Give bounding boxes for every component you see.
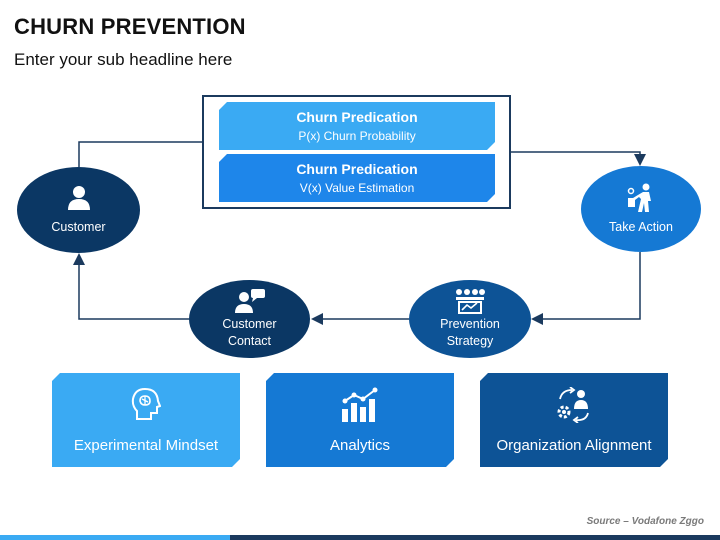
person-gear-cycle-icon bbox=[554, 387, 594, 423]
page-subtitle: Enter your sub headline here bbox=[14, 50, 233, 69]
connector-action-to-strategy bbox=[531, 252, 641, 325]
prediction-box-value: Churn Predication V(x) Value Estimation bbox=[219, 154, 495, 202]
bottom-bar-accent bbox=[0, 535, 230, 540]
person-walking-icon bbox=[627, 183, 651, 212]
source-note: Source – Vodafone Zggo bbox=[586, 516, 704, 527]
node-label-line2: Contact bbox=[227, 334, 272, 348]
node-label-line1: Customer bbox=[222, 317, 277, 331]
person-icon bbox=[67, 185, 90, 210]
connector-contact-to-customer bbox=[73, 253, 189, 320]
prediction-box-probability: Churn Predication P(x) Churn Probability bbox=[219, 102, 495, 150]
prediction-frame bbox=[202, 95, 511, 209]
card-label: Analytics bbox=[329, 437, 391, 454]
node-take-action: Take Action bbox=[581, 166, 701, 252]
card-analytics: Analytics bbox=[266, 373, 454, 467]
bar-chart-icon bbox=[339, 387, 381, 423]
prediction-detail: V(x) Value Estimation bbox=[299, 181, 415, 195]
connector-customer-to-prediction bbox=[78, 141, 202, 167]
connector-prediction-to-action bbox=[511, 151, 646, 166]
node-prevention-strategy: Prevention Strategy bbox=[409, 280, 531, 358]
team-presentation-icon bbox=[456, 289, 485, 314]
node-label-line2: Strategy bbox=[446, 334, 494, 348]
card-label: Experimental Mindset bbox=[73, 437, 219, 454]
node-customer-contact: Customer Contact bbox=[189, 280, 310, 358]
node-label-line1: Prevention bbox=[440, 317, 500, 331]
node-label: Take Action bbox=[609, 219, 673, 234]
card-label: Organization Alignment bbox=[496, 437, 652, 454]
card-organization-alignment: Organization Alignment bbox=[480, 373, 668, 467]
prediction-detail: P(x) Churn Probability bbox=[298, 129, 416, 143]
brain-head-icon bbox=[131, 387, 161, 421]
node-customer: Customer bbox=[17, 167, 140, 253]
person-chat-icon bbox=[234, 289, 265, 313]
prediction-heading: Churn Predication bbox=[296, 109, 418, 125]
bottom-bar bbox=[0, 535, 720, 540]
card-experimental-mindset: Experimental Mindset bbox=[52, 373, 240, 467]
node-label: Customer bbox=[51, 219, 106, 234]
prediction-heading: Churn Predication bbox=[296, 161, 418, 177]
page-title: CHURN PREVENTION bbox=[14, 14, 246, 39]
